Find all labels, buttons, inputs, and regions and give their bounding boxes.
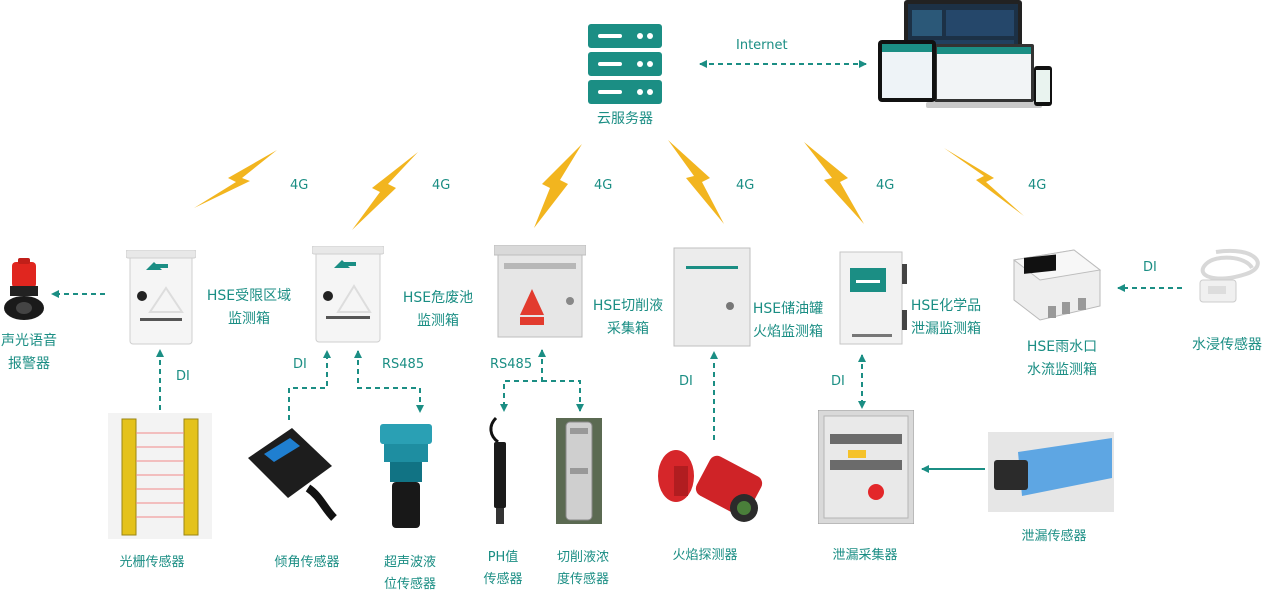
ultrasonic-level-sensor-icon <box>376 420 436 532</box>
sensor-label-flame: 火焰探测器 <box>672 548 738 563</box>
box-label-chemical-leak: HSE化学品 泄漏监测箱 <box>910 298 982 337</box>
cutting-fluid-concentration-sensor-icon <box>556 418 602 524</box>
lightning-icon <box>194 150 277 208</box>
connection-rs485-label: RS485 <box>490 357 533 372</box>
connection-di-label: DI <box>293 357 307 372</box>
monitoring-box-rain-outlet <box>1004 244 1104 326</box>
box-label-hazardous-waste: HSE危废池 监测箱 <box>402 290 474 329</box>
sensor-label-leak-collector: 泄漏采集器 <box>832 548 898 563</box>
alarm-icon <box>2 256 46 324</box>
cloud-server <box>588 24 662 104</box>
monitoring-box-restricted-area <box>125 249 197 345</box>
lightning-icon <box>944 148 1024 216</box>
water-immersion-sensor-icon <box>1186 246 1270 318</box>
box-label-restricted-area: HSE受限区域 监测箱 <box>206 288 292 327</box>
sensor-label-concentration: 切削液浓 度传感器 <box>556 550 609 587</box>
internet-label: Internet <box>736 38 788 53</box>
monitoring-box-chemical-leak <box>838 250 908 346</box>
network-label: 4G <box>1028 178 1047 193</box>
leak-collector-icon <box>817 409 915 525</box>
network-label: 4G <box>594 178 613 193</box>
box-label-oil-tank-flame: HSE储油罐 火焰监测箱 <box>752 301 824 340</box>
sensor-label-ph: PH值 传感器 <box>483 550 523 587</box>
network-label: 4G <box>736 178 755 193</box>
ultrasonic-link <box>354 350 424 413</box>
monitoring-box-oil-tank-flame <box>672 246 752 348</box>
alarm-label: 声光语音 报警器 <box>1 333 57 372</box>
light-grating-sensor-icon <box>108 413 212 539</box>
sensor-label-ultrasonic: 超声波液 位传感器 <box>383 555 436 592</box>
rs485-link-2 <box>542 380 584 412</box>
ph-sensor-icon <box>484 416 514 526</box>
sensor-label-leak-sensor: 泄漏传感器 <box>1021 529 1087 544</box>
network-label: 4G <box>432 178 451 193</box>
connection-di-label: DI <box>831 374 845 389</box>
connection-rs485-label: RS485 <box>382 357 425 372</box>
lightning-icon <box>804 142 864 224</box>
server-icon <box>588 24 662 104</box>
sensor-label-light-grating: 光栅传感器 <box>119 555 185 570</box>
lightning-icon <box>352 152 418 230</box>
connection-di-label: DI <box>679 374 693 389</box>
lightning-icon <box>668 140 724 224</box>
water-sensor-label: 水浸传感器 <box>1192 337 1262 353</box>
network-label: 4G <box>290 178 309 193</box>
lightning-icon <box>534 144 582 228</box>
box-label-cutting-fluid: HSE切削液 采集箱 <box>592 298 664 337</box>
tilt-sensor-icon <box>244 422 340 522</box>
flame-detector-icon <box>656 446 766 532</box>
connection-di-label: DI <box>1143 260 1157 275</box>
sensor-label-tilt: 倾角传感器 <box>274 555 340 570</box>
monitoring-box-hazardous-waste <box>311 245 385 344</box>
box-label-rain-outlet: HSE雨水口 水流监测箱 <box>1026 339 1098 378</box>
cloud-server-label: 云服务器 <box>597 111 653 127</box>
connection-di-label: DI <box>176 369 190 384</box>
rs485-link <box>500 349 546 412</box>
client-devices <box>876 0 1056 115</box>
leak-sensor-icon <box>988 432 1114 512</box>
network-label: 4G <box>876 178 895 193</box>
monitoring-box-cutting-fluid <box>493 244 587 341</box>
